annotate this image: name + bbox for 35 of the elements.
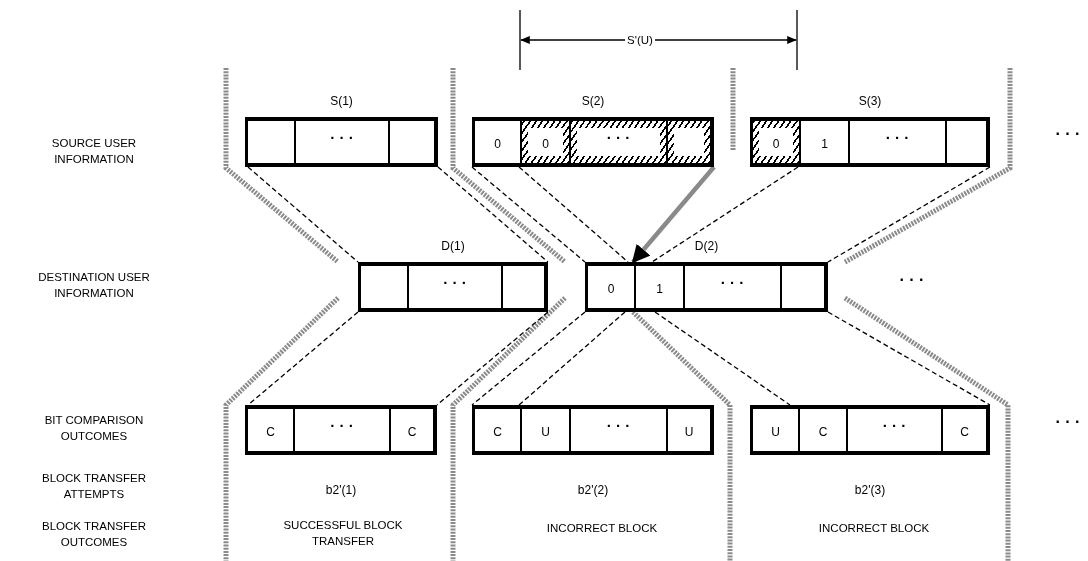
hatched-cell: 0 [522, 121, 571, 163]
mapping-line [471, 166, 586, 263]
boundary-arrow [631, 165, 716, 264]
row-label: SUCCESSFUL BLOCK TRANSFER [282, 518, 404, 549]
mapping-line [436, 311, 549, 406]
mapping-line [247, 166, 359, 263]
row-label: BIT COMPARISON OUTCOMES [43, 413, 145, 444]
mapping-line [437, 166, 549, 263]
mapping-line [651, 166, 799, 263]
attempt-label: b2'(2) [577, 483, 609, 497]
mapping-line [518, 311, 626, 406]
mapping-line [827, 166, 991, 263]
row-label: INCORRECT BLOCK [545, 521, 659, 536]
continuation-dots: · · · [1054, 126, 1082, 142]
mapping-line [654, 311, 791, 406]
block-label: S(2) [581, 94, 605, 108]
row-label: INCORRECT BLOCK [817, 521, 931, 536]
continuation-dots: · · · [1054, 414, 1082, 430]
block-label: D(1) [441, 239, 465, 253]
hatched-cell [668, 121, 712, 163]
attempt-label: b2'(3) [854, 483, 886, 497]
row-label: BLOCK TRANSFER OUTCOMES [41, 519, 147, 550]
row-label: DESTINATION USER INFORMATION [37, 270, 151, 301]
hatched-cell: · · · [571, 121, 668, 163]
row-label: BLOCK TRANSFER ATTEMPTS [41, 471, 147, 502]
mapping-line [247, 311, 359, 406]
attempt-label: b2'(1) [325, 483, 357, 497]
block-label: S(1) [330, 94, 353, 108]
hatched-cell: 0 [753, 121, 801, 163]
block-label: D(2) [694, 239, 719, 253]
continuation-dots: · · · [898, 272, 926, 288]
mapping-line [827, 311, 991, 406]
row-label: SOURCE USER INFORMATION [50, 136, 138, 167]
mapping-line [471, 311, 586, 406]
block-label: S(3) [858, 94, 882, 108]
